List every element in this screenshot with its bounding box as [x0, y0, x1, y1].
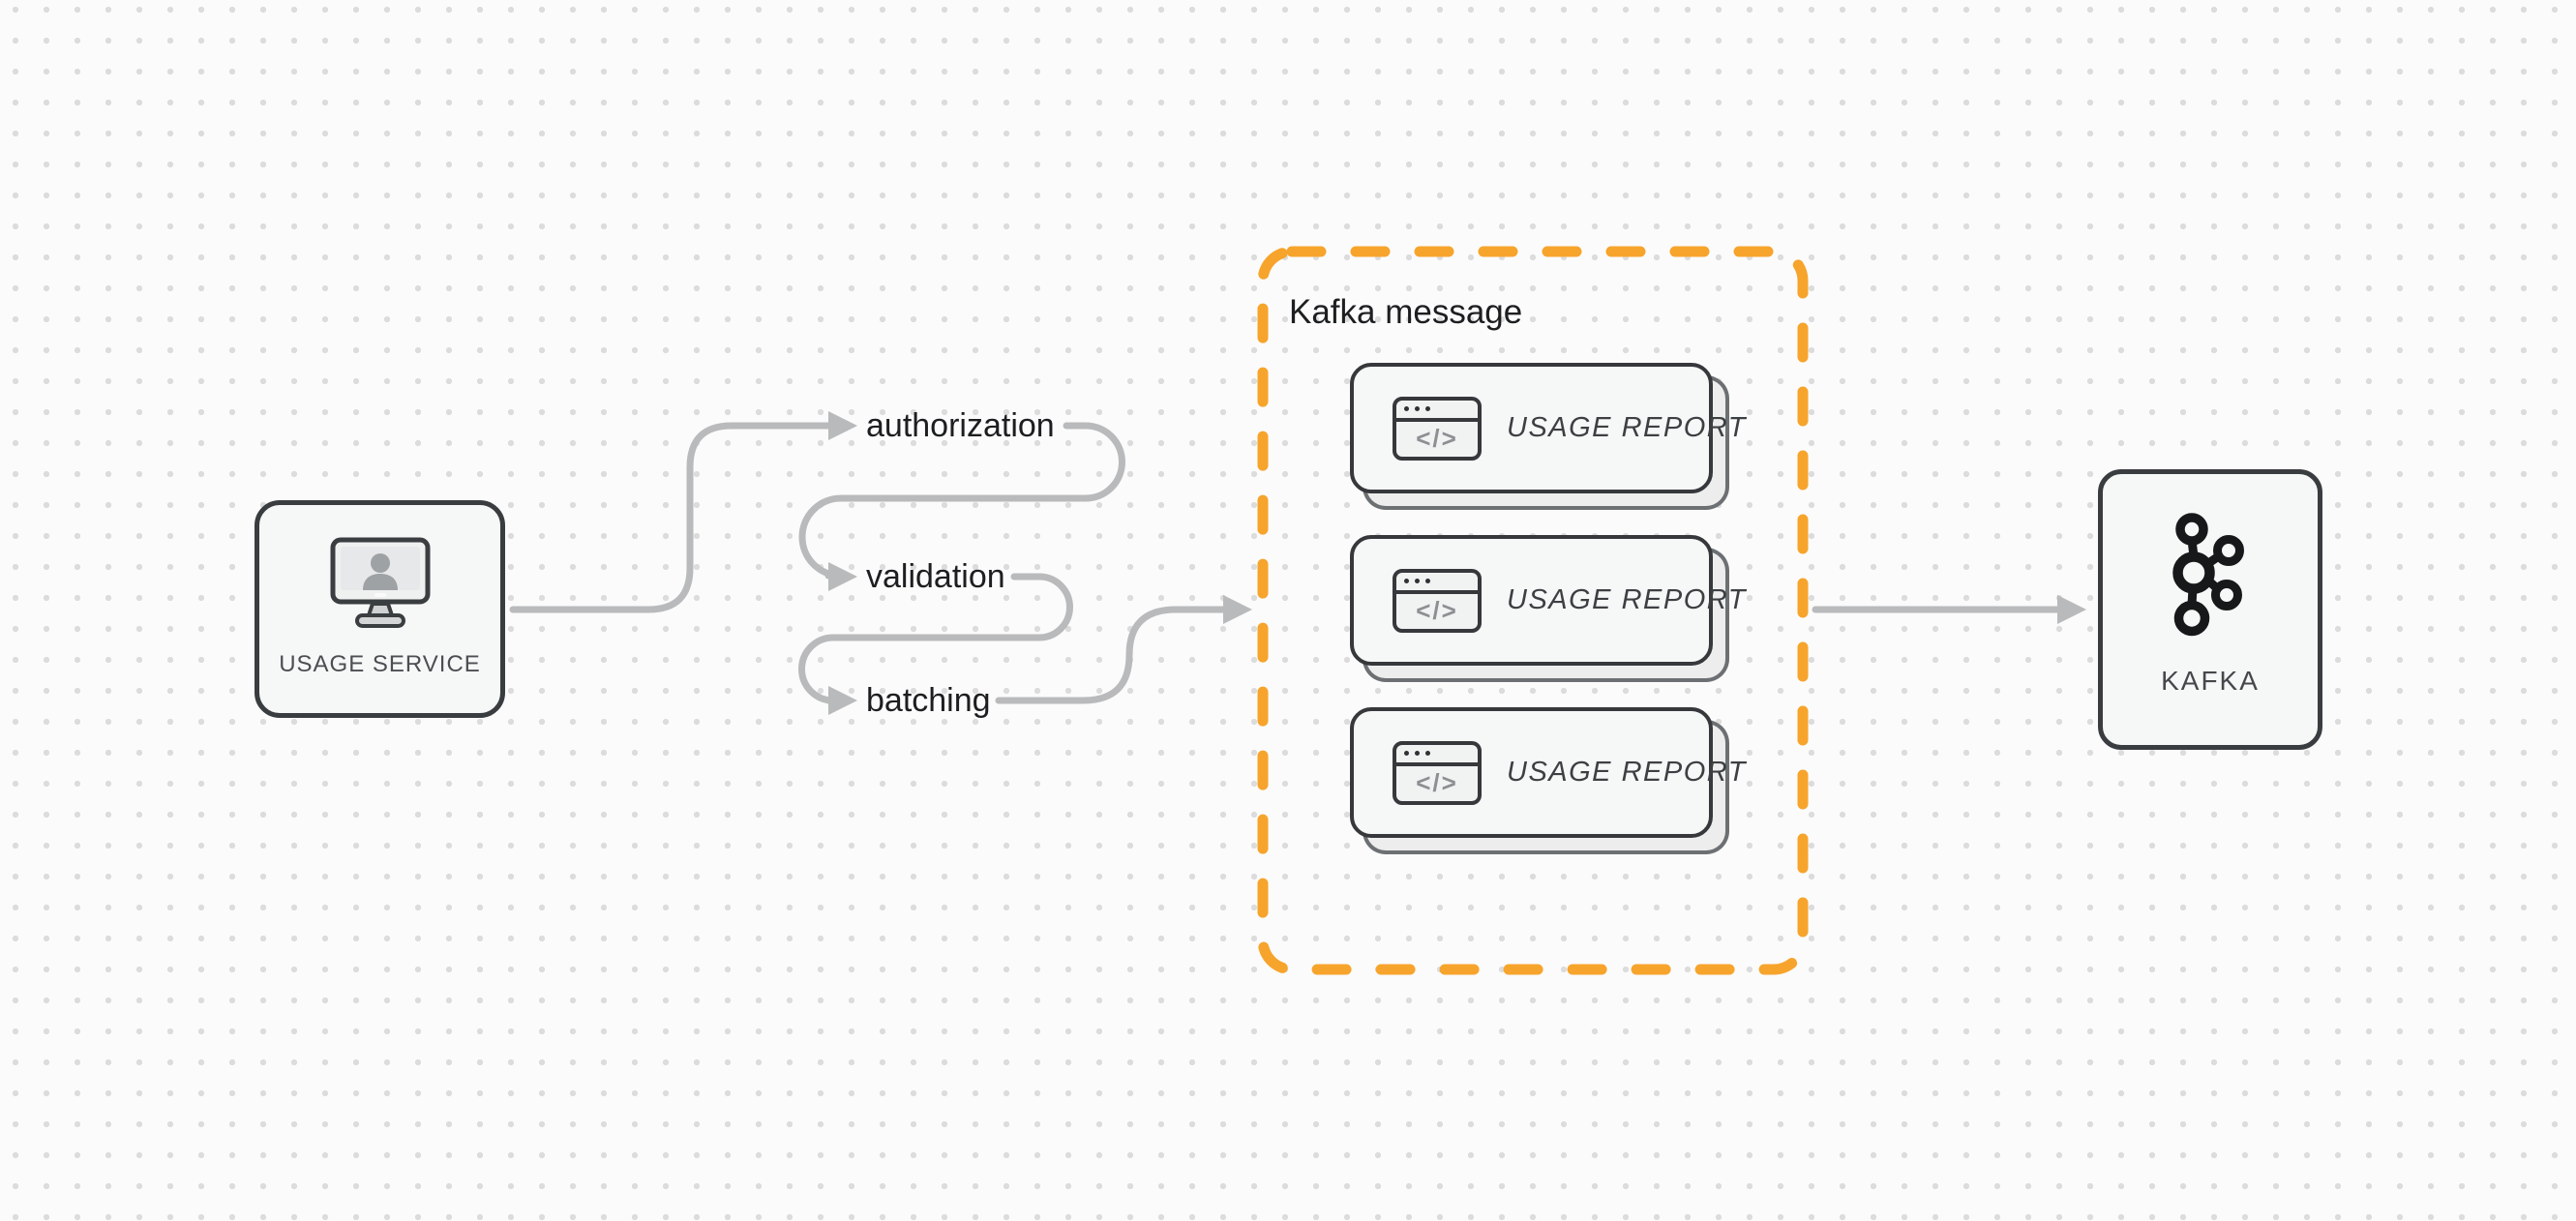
usage-report-card: </> USAGE REPORT [1350, 535, 1745, 666]
code-glyph: </> [1416, 768, 1458, 797]
window-dot-icon [1404, 751, 1409, 756]
arrowhead-kafka [2057, 595, 2086, 624]
usage-report-label: USAGE REPORT [1507, 757, 1747, 788]
window-dot-icon [1415, 579, 1420, 583]
usage-service-label: USAGE SERVICE [279, 650, 481, 677]
code-window-titlebar [1396, 573, 1478, 594]
usage-report-label: USAGE REPORT [1507, 412, 1747, 443]
usage-report-card: </> USAGE REPORT [1350, 363, 1745, 493]
window-dot-icon [1404, 406, 1409, 411]
kafka-logo-icon [2172, 513, 2244, 637]
kafka-label: KAFKA [2161, 666, 2260, 696]
connector-usage-service-to-authorization [509, 422, 832, 613]
pipeline-step-authorization: authorization [866, 407, 1055, 444]
pipeline-step-validation: validation [866, 558, 1005, 595]
code-glyph: </> [1416, 596, 1458, 625]
arrowhead-kafka-message-group [1223, 595, 1252, 624]
kafka-message-group-title: Kafka message [1289, 293, 1523, 331]
kafka-message-group-border [1257, 246, 1809, 975]
usage-report-label: USAGE REPORT [1507, 584, 1747, 615]
code-window-icon: </> [1393, 396, 1482, 461]
arrowhead-authorization [828, 411, 857, 440]
window-dot-icon [1425, 406, 1430, 411]
code-window-icon: </> [1393, 568, 1482, 633]
arrowhead-validation [828, 562, 857, 591]
usage-service-node: USAGE SERVICE [255, 500, 505, 718]
code-window-titlebar [1396, 401, 1478, 422]
monitor-user-icon [330, 537, 430, 628]
kafka-node: KAFKA [2098, 469, 2322, 750]
window-dot-icon [1425, 579, 1430, 583]
connector-validation-to-batching [798, 573, 1073, 704]
connector-authorization-to-validation [798, 422, 1125, 580]
connector-batching-to-kafka-message-group [995, 606, 1227, 704]
code-glyph: </> [1416, 424, 1458, 453]
arrowhead-batching [828, 686, 857, 715]
pipeline-step-batching: batching [866, 682, 991, 719]
window-dot-icon [1404, 579, 1409, 583]
window-dot-icon [1415, 406, 1420, 411]
window-dot-icon [1425, 751, 1430, 756]
code-window-icon: </> [1393, 740, 1482, 805]
usage-report-card: </> USAGE REPORT [1350, 707, 1745, 838]
code-window-titlebar [1396, 745, 1478, 766]
window-dot-icon [1415, 751, 1420, 756]
